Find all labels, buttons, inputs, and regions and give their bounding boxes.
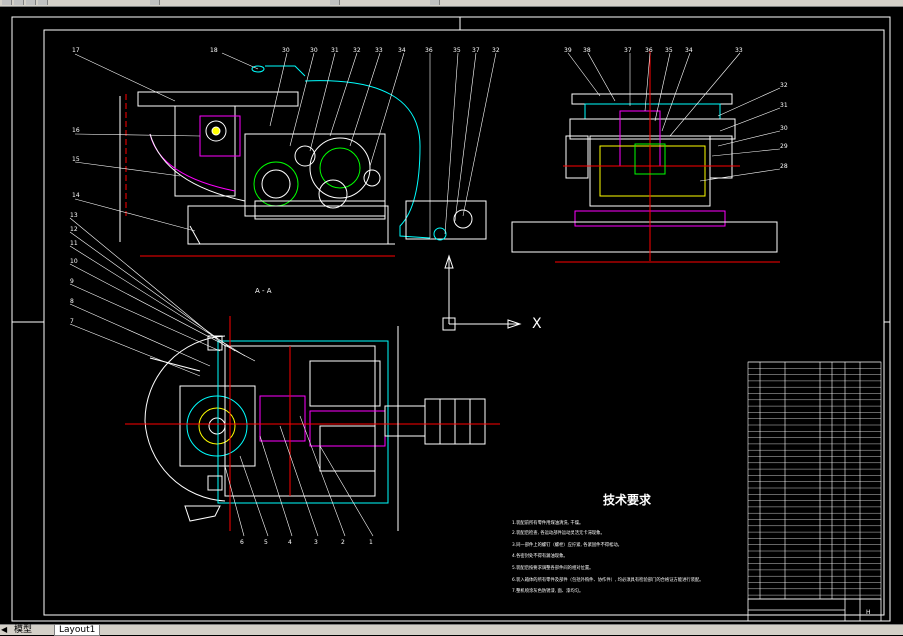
svg-text:9: 9 xyxy=(70,278,74,285)
svg-text:29: 29 xyxy=(780,143,788,150)
svg-text:3: 3 xyxy=(314,539,318,546)
svg-text:34: 34 xyxy=(685,47,693,54)
tab-model[interactable]: 模型 xyxy=(14,625,33,635)
svg-text:7.整机喷涂灰色防锈漆, 面、漆均匀。: 7.整机喷涂灰色防锈漆, 面、漆均匀。 xyxy=(512,587,583,594)
svg-text:34: 34 xyxy=(398,47,406,54)
tech-requirements: 1.装配前所有零件用煤油清洗, 干燥。 2.装配后检查, 各运动部件运动灵活无卡… xyxy=(512,519,704,594)
ucs-icon xyxy=(442,254,522,331)
section-view xyxy=(125,316,500,531)
drawing-canvas[interactable]: 17 18 30 30 31 32 33 34 36 35 37 32 16 1… xyxy=(0,6,903,626)
save-icon[interactable] xyxy=(14,0,24,5)
svg-text:28: 28 xyxy=(780,163,788,170)
svg-text:8: 8 xyxy=(70,298,74,305)
svg-text:32: 32 xyxy=(353,47,361,54)
svg-text:11: 11 xyxy=(70,240,78,247)
svg-text:36: 36 xyxy=(425,47,433,54)
svg-text:32: 32 xyxy=(780,82,788,89)
svg-text:6.装入箱体的所有零件及部件（包括外购件、协作件）, 均必须: 6.装入箱体的所有零件及部件（包括外购件、协作件）, 均必须具有检验部门的合格证… xyxy=(512,576,704,583)
redo-icon[interactable] xyxy=(38,0,48,5)
color-icon[interactable] xyxy=(330,0,340,5)
svg-text:30: 30 xyxy=(310,47,318,54)
svg-text:37: 37 xyxy=(624,47,632,54)
svg-text:2: 2 xyxy=(341,539,345,546)
svg-text:17: 17 xyxy=(72,47,80,54)
tab-nav-prev-icon[interactable]: ◀ xyxy=(1,625,8,634)
svg-text:36: 36 xyxy=(645,47,653,54)
tech-title: 技术要求 xyxy=(603,492,652,507)
sheet-border xyxy=(11,16,891,622)
svg-text:7: 7 xyxy=(70,318,74,325)
balloon-labels-top: 17 18 30 30 31 32 33 34 36 35 37 32 16 1… xyxy=(72,47,500,199)
balloon-labels-bottom: 13 12 11 10 9 8 7 6 5 4 3 2 1 xyxy=(70,212,373,546)
svg-text:10: 10 xyxy=(70,258,78,265)
svg-text:4: 4 xyxy=(288,539,292,546)
svg-text:32: 32 xyxy=(492,47,500,54)
layer-icon[interactable] xyxy=(150,0,160,5)
svg-text:4.各密封处不得有漏油现象。: 4.各密封处不得有漏油现象。 xyxy=(512,552,568,559)
svg-text:16: 16 xyxy=(72,127,80,134)
svg-text:30: 30 xyxy=(780,125,788,132)
undo-icon[interactable] xyxy=(26,0,36,5)
svg-text:35: 35 xyxy=(665,47,673,54)
svg-text:37: 37 xyxy=(472,47,480,54)
svg-text:1: 1 xyxy=(369,539,373,546)
svg-text:1.装配前所有零件用煤油清洗, 干燥。: 1.装配前所有零件用煤油清洗, 干燥。 xyxy=(512,519,583,526)
svg-text:13: 13 xyxy=(70,212,78,219)
layout-tabs-bar: ◀ 模型 Layout1 xyxy=(0,624,903,636)
svg-text:39: 39 xyxy=(564,47,572,54)
title-block xyxy=(747,598,882,622)
svg-text:30: 30 xyxy=(282,47,290,54)
svg-text:18: 18 xyxy=(210,47,218,54)
top-toolbar xyxy=(0,0,903,7)
svg-text:5.装配后按要求调整各部件间的相对位置。: 5.装配后按要求调整各部件间的相对位置。 xyxy=(512,564,593,571)
svg-text:3.同一部件上的螺钉（螺栓）应拧紧, 各紧固件不得松动。: 3.同一部件上的螺钉（螺栓）应拧紧, 各紧固件不得松动。 xyxy=(512,541,622,548)
svg-text:2.装配后检查, 各运动部件运动灵活无卡滞现象。: 2.装配后检查, 各运动部件运动灵活无卡滞现象。 xyxy=(512,529,605,536)
svg-text:38: 38 xyxy=(583,47,591,54)
svg-text:33: 33 xyxy=(735,47,743,54)
svg-text:6: 6 xyxy=(240,539,244,546)
drawing-frame xyxy=(43,29,885,616)
svg-text:14: 14 xyxy=(72,192,80,199)
section-label: A - A xyxy=(255,287,272,295)
svg-text:31: 31 xyxy=(331,47,339,54)
linetype-icon[interactable] xyxy=(430,0,440,5)
svg-text:33: 33 xyxy=(375,47,383,54)
svg-text:15: 15 xyxy=(72,156,80,163)
svg-text:12: 12 xyxy=(70,226,78,233)
tab-layout1[interactable]: Layout1 xyxy=(54,625,101,636)
title-block-code: H xyxy=(866,609,871,616)
axis-x-label: X xyxy=(532,316,542,332)
balloon-labels-right: 39 38 37 36 35 34 33 32 31 30 29 28 xyxy=(564,47,788,170)
open-icon[interactable] xyxy=(2,0,12,5)
svg-text:5: 5 xyxy=(264,539,268,546)
side-view xyxy=(511,51,780,263)
svg-text:31: 31 xyxy=(780,102,788,109)
svg-text:35: 35 xyxy=(453,47,461,54)
